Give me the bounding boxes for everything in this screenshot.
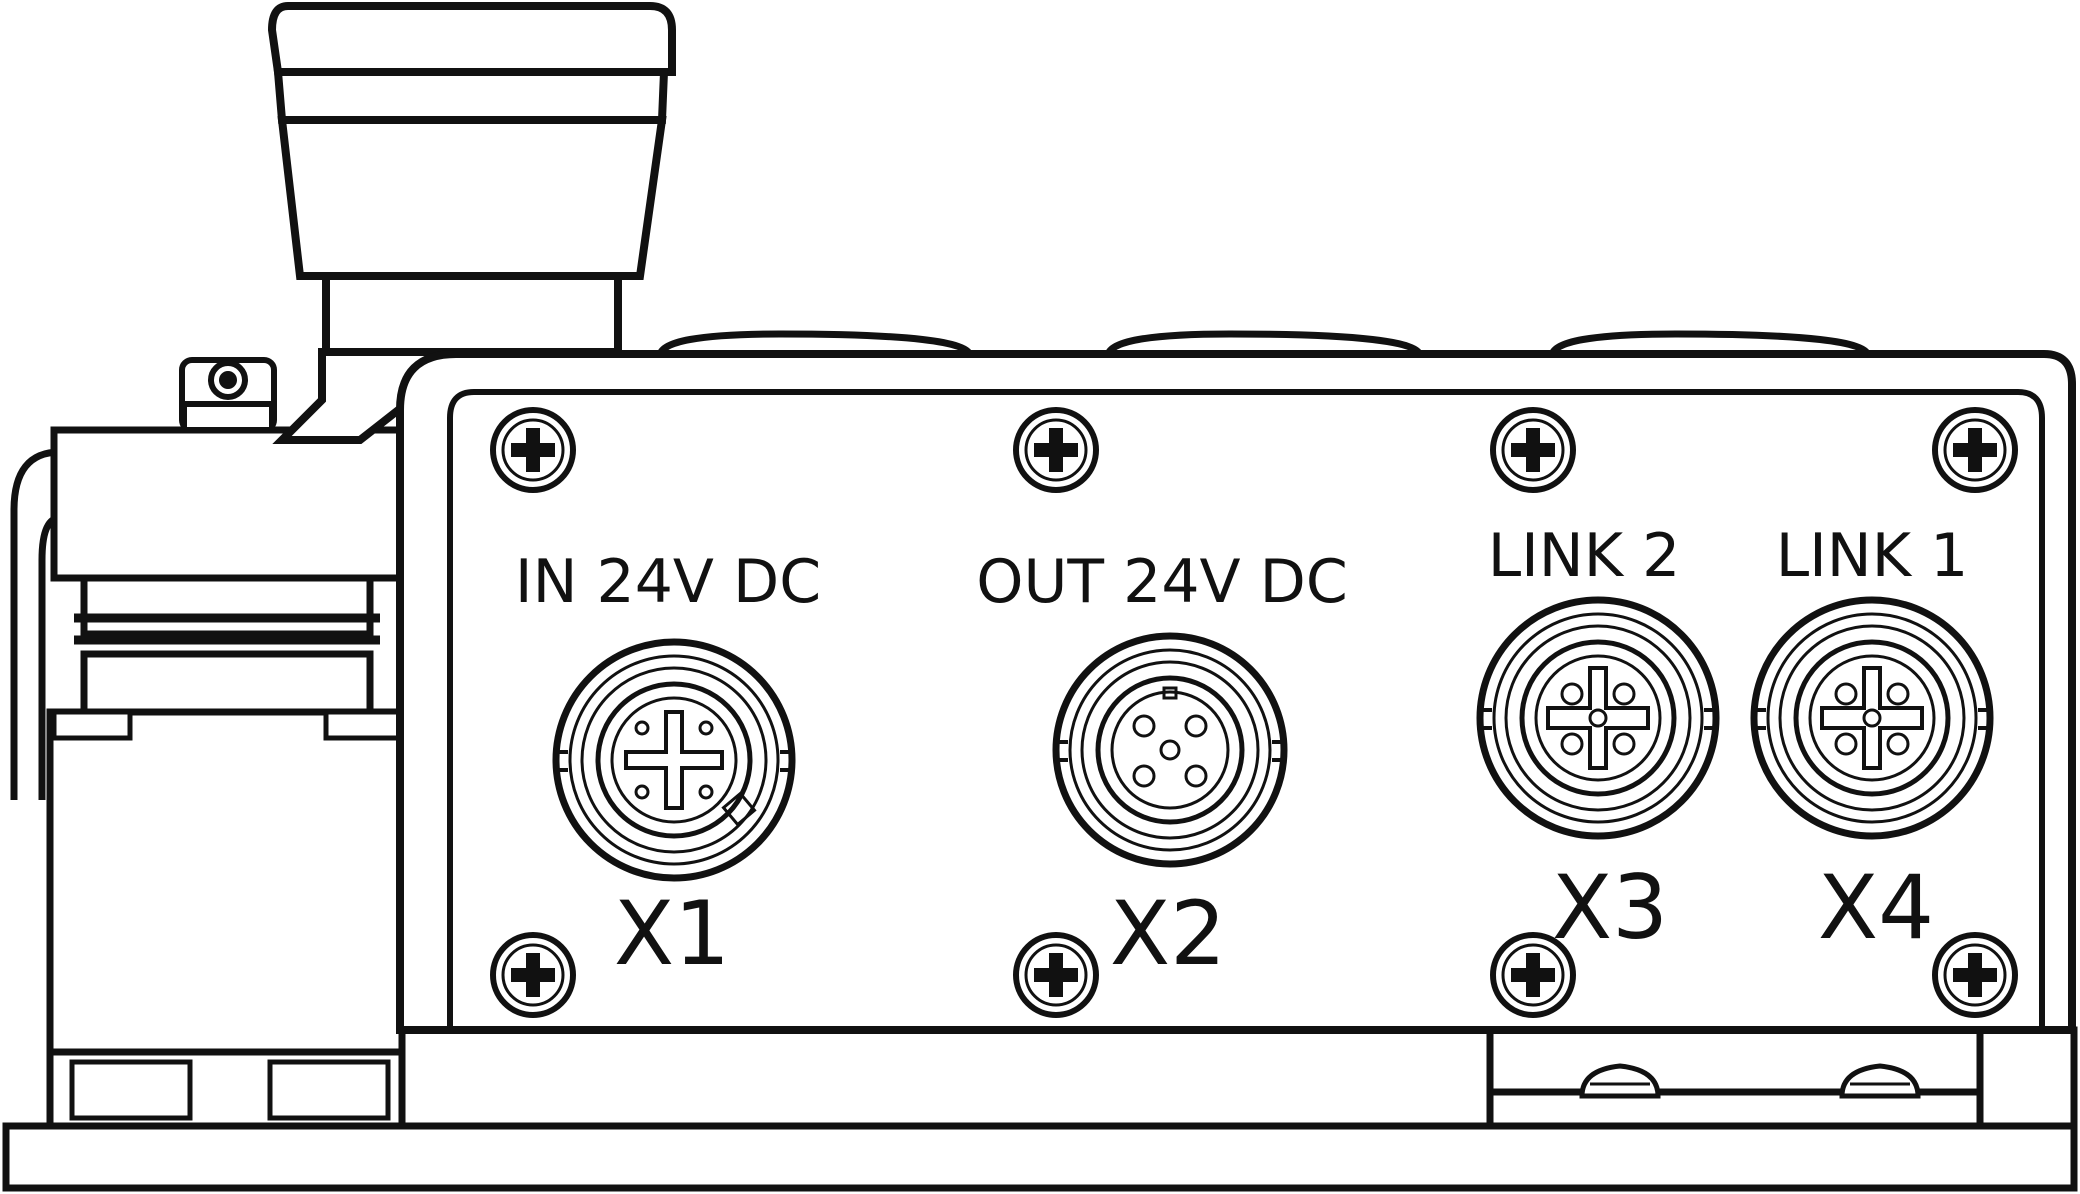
screw-icon bbox=[1493, 410, 1573, 490]
port-id-x4: X4 bbox=[1818, 856, 1934, 959]
screw-icon bbox=[493, 410, 573, 490]
port-label-x1: IN 24V DC bbox=[515, 547, 821, 617]
connector-x3 bbox=[1476, 596, 1720, 840]
port-id-x3: X3 bbox=[1552, 856, 1668, 959]
screw-icon bbox=[1016, 935, 1096, 1015]
screw-icon bbox=[1935, 935, 2015, 1015]
port-id-x1: X1 bbox=[614, 882, 730, 985]
connector-x2 bbox=[1052, 632, 1288, 868]
connector-x4 bbox=[1750, 596, 1994, 840]
left-connector-housing bbox=[46, 426, 406, 1130]
port-label-x2: OUT 24V DC bbox=[976, 547, 1347, 617]
connector-x1 bbox=[552, 638, 796, 882]
port-label-x4: LINK 1 bbox=[1776, 521, 1969, 591]
screw-icon bbox=[493, 935, 573, 1015]
connectors bbox=[552, 596, 1994, 882]
port-labels: IN 24V DC OUT 24V DC LINK 2 LINK 1 X1 X2… bbox=[515, 521, 1968, 985]
earth-screw bbox=[179, 357, 277, 433]
port-label-x3: LINK 2 bbox=[1488, 521, 1681, 591]
top-connector bbox=[267, 1, 676, 444]
base-plate bbox=[2, 1026, 2078, 1192]
screw-icon bbox=[1935, 410, 2015, 490]
screw-icon bbox=[1016, 410, 1096, 490]
port-id-x2: X2 bbox=[1110, 882, 1226, 985]
